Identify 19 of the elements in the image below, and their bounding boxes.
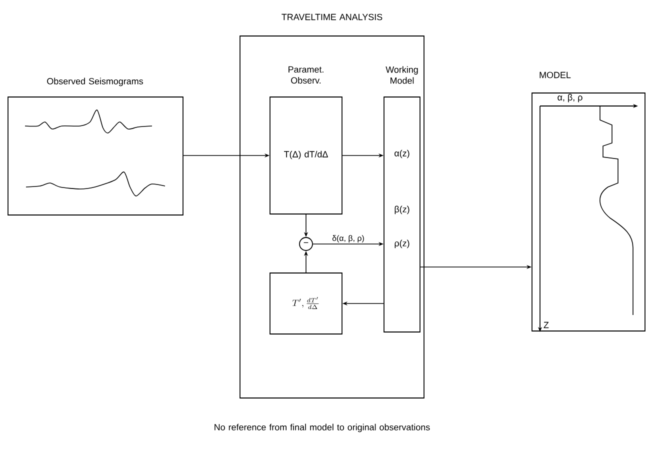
box-text: $T', \frac{dT'}{d\Delta}$ (292, 296, 319, 310)
group-box (240, 14, 424, 398)
heading: TRAVELTIME ANALYSIS (282, 14, 382, 20)
process-box (270, 272, 342, 334)
heading: Working Model (386, 66, 418, 84)
axis-label: Z (544, 322, 549, 328)
heading: MODEL (540, 72, 571, 78)
heading: Paramet. Observ. (288, 66, 324, 84)
process-box (384, 66, 420, 332)
box-text: T(Δ) dT/dΔ (284, 150, 328, 160)
heading: Observed Seismograms (47, 78, 143, 86)
box-text: ρ(z) (394, 240, 410, 248)
caption: No reference from final model to original observations (214, 424, 430, 432)
model-box (532, 72, 646, 332)
seismogram-box (8, 78, 184, 216)
box-text: α(z) (394, 150, 410, 158)
process-box (270, 66, 342, 214)
box-text: β(z) (394, 206, 410, 214)
axis-label: α, β, ρ (558, 94, 582, 102)
